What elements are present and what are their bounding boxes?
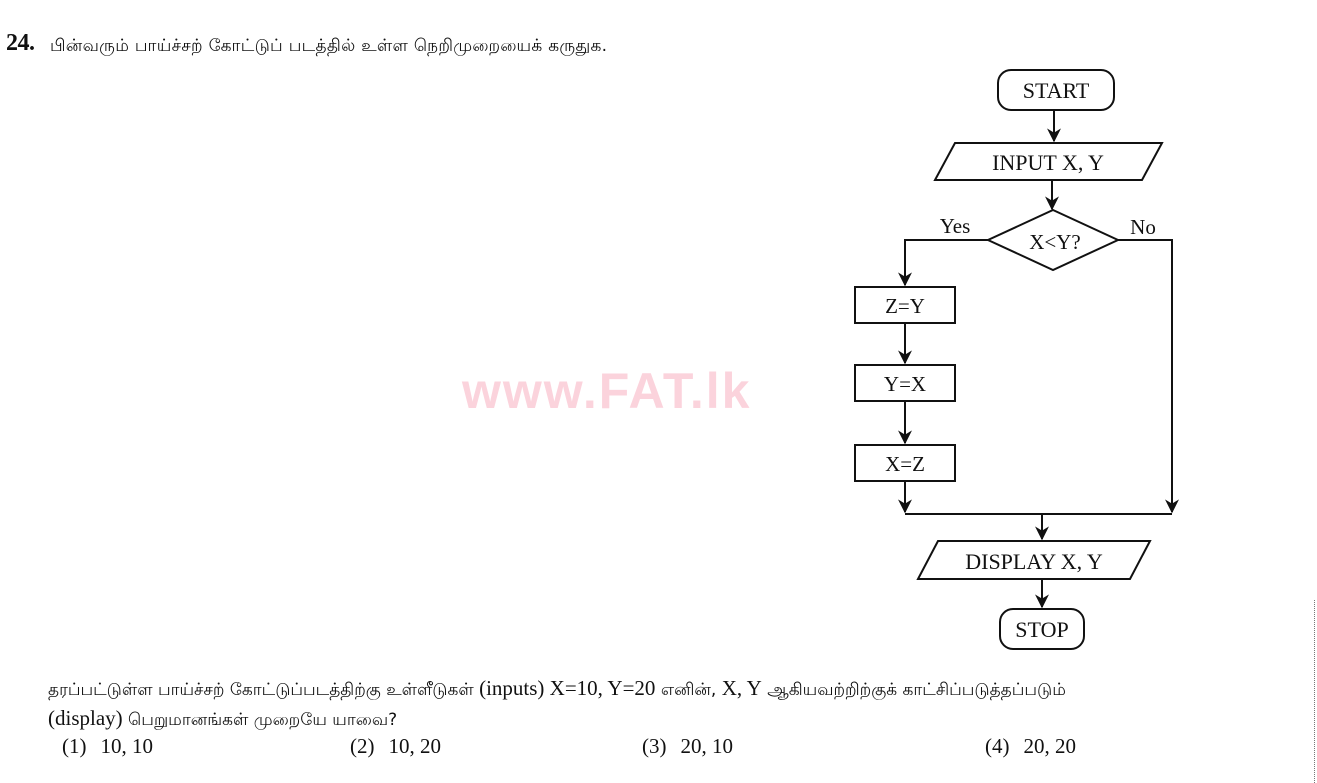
input-label: INPUT X, Y bbox=[992, 150, 1104, 175]
decision-label: X<Y? bbox=[1029, 230, 1081, 254]
option-value: 20, 20 bbox=[1023, 734, 1077, 758]
no-label: No bbox=[1130, 215, 1156, 239]
option-number: (4) bbox=[985, 734, 1010, 758]
start-terminal bbox=[997, 69, 1115, 111]
display-term: (display) bbox=[48, 706, 123, 730]
option-number: (1) bbox=[62, 734, 87, 758]
question-number: 24. bbox=[6, 30, 35, 56]
step2-label: Y=X bbox=[884, 372, 926, 396]
option-value: 10, 10 bbox=[100, 734, 154, 758]
display-label: DISPLAY X, Y bbox=[965, 549, 1103, 574]
option-2[interactable]: (2) 10, 20 bbox=[350, 734, 441, 759]
step1-label: Z=Y bbox=[885, 294, 925, 318]
page-edge-divider bbox=[1314, 600, 1315, 783]
option-number: (2) bbox=[350, 734, 375, 758]
watermark: www.FAT.lk bbox=[462, 363, 752, 419]
option-1[interactable]: (1) 10, 10 bbox=[62, 734, 153, 759]
option-value: 10, 20 bbox=[388, 734, 442, 758]
option-4[interactable]: (4) 20, 20 bbox=[985, 734, 1076, 759]
inputs-values: (inputs) X=10, Y=20 bbox=[479, 676, 656, 700]
sub-question-text: தரப்பட்டுள்ள பாய்ச்சற் கோட்டுப்படத்திற்க… bbox=[48, 680, 480, 700]
sub-question-line2: (display) பெறுமானங்கள் முறையே யாவை? bbox=[48, 706, 397, 732]
option-value: 20, 10 bbox=[680, 734, 734, 758]
variables: X, Y bbox=[721, 676, 762, 700]
input-parallelogram bbox=[933, 142, 1164, 181]
question-prompt: பின்வரும் பாய்ச்சற் கோட்டுப் படத்தில் உள… bbox=[50, 36, 608, 56]
sub-question-text: பெறுமானங்கள் முறையே யாவை? bbox=[122, 710, 398, 730]
yes-label: Yes bbox=[940, 214, 971, 238]
stop-terminal bbox=[999, 608, 1085, 650]
display-parallelogram bbox=[916, 540, 1152, 580]
stop-label: STOP bbox=[1015, 617, 1068, 642]
sub-question-text: ஆகியவற்றிற்குக் காட்சிப்படுத்தப்படும் bbox=[761, 680, 1066, 700]
decision-diamond bbox=[985, 208, 1121, 272]
start-label: START bbox=[1023, 78, 1090, 103]
option-3[interactable]: (3) 20, 10 bbox=[642, 734, 733, 759]
option-number: (3) bbox=[642, 734, 667, 758]
step3-label: X=Z bbox=[885, 452, 925, 476]
sub-question-text: எனின், bbox=[655, 680, 722, 700]
sub-question-line1: தரப்பட்டுள்ள பாய்ச்சற் கோட்டுப்படத்திற்க… bbox=[48, 676, 1066, 702]
